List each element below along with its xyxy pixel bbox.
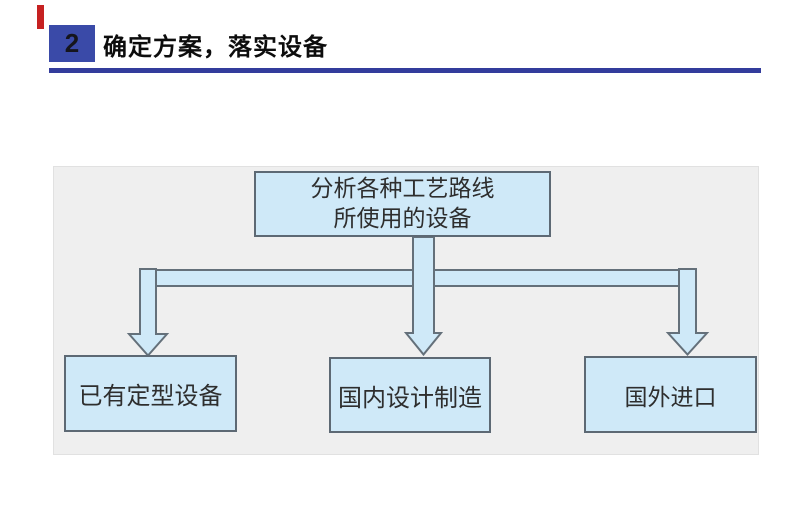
down-arrow-center-icon: [403, 236, 444, 357]
child-box-label: 已有定型设备: [78, 384, 223, 410]
section-title: 确定方案，落实设备: [103, 33, 328, 61]
root-box-line2: 所使用的设备: [333, 206, 472, 231]
section-number-badge: 2: [49, 25, 95, 62]
root-box-line1: 分析各种工艺路线: [310, 176, 495, 202]
header-underline: [49, 68, 761, 73]
child-box-foreign-import: 国外进口: [584, 356, 757, 433]
child-box-existing-equipment: 已有定型设备: [64, 355, 237, 432]
connector-graphics: [126, 236, 710, 358]
root-box: 分析各种工艺路线 所使用的设备: [254, 171, 551, 237]
child-box-label: 国内设计制造: [338, 385, 482, 412]
red-accent-bar: [37, 5, 44, 29]
diagram-panel: 分析各种工艺路线 所使用的设备 已有定型设备 国内设计制造 国外进口: [53, 166, 759, 455]
down-arrow-left-icon: [126, 268, 170, 358]
child-box-domestic-design: 国内设计制造: [329, 357, 491, 433]
down-arrow-right-icon: [665, 268, 710, 356]
child-box-label: 国外进口: [624, 384, 717, 410]
